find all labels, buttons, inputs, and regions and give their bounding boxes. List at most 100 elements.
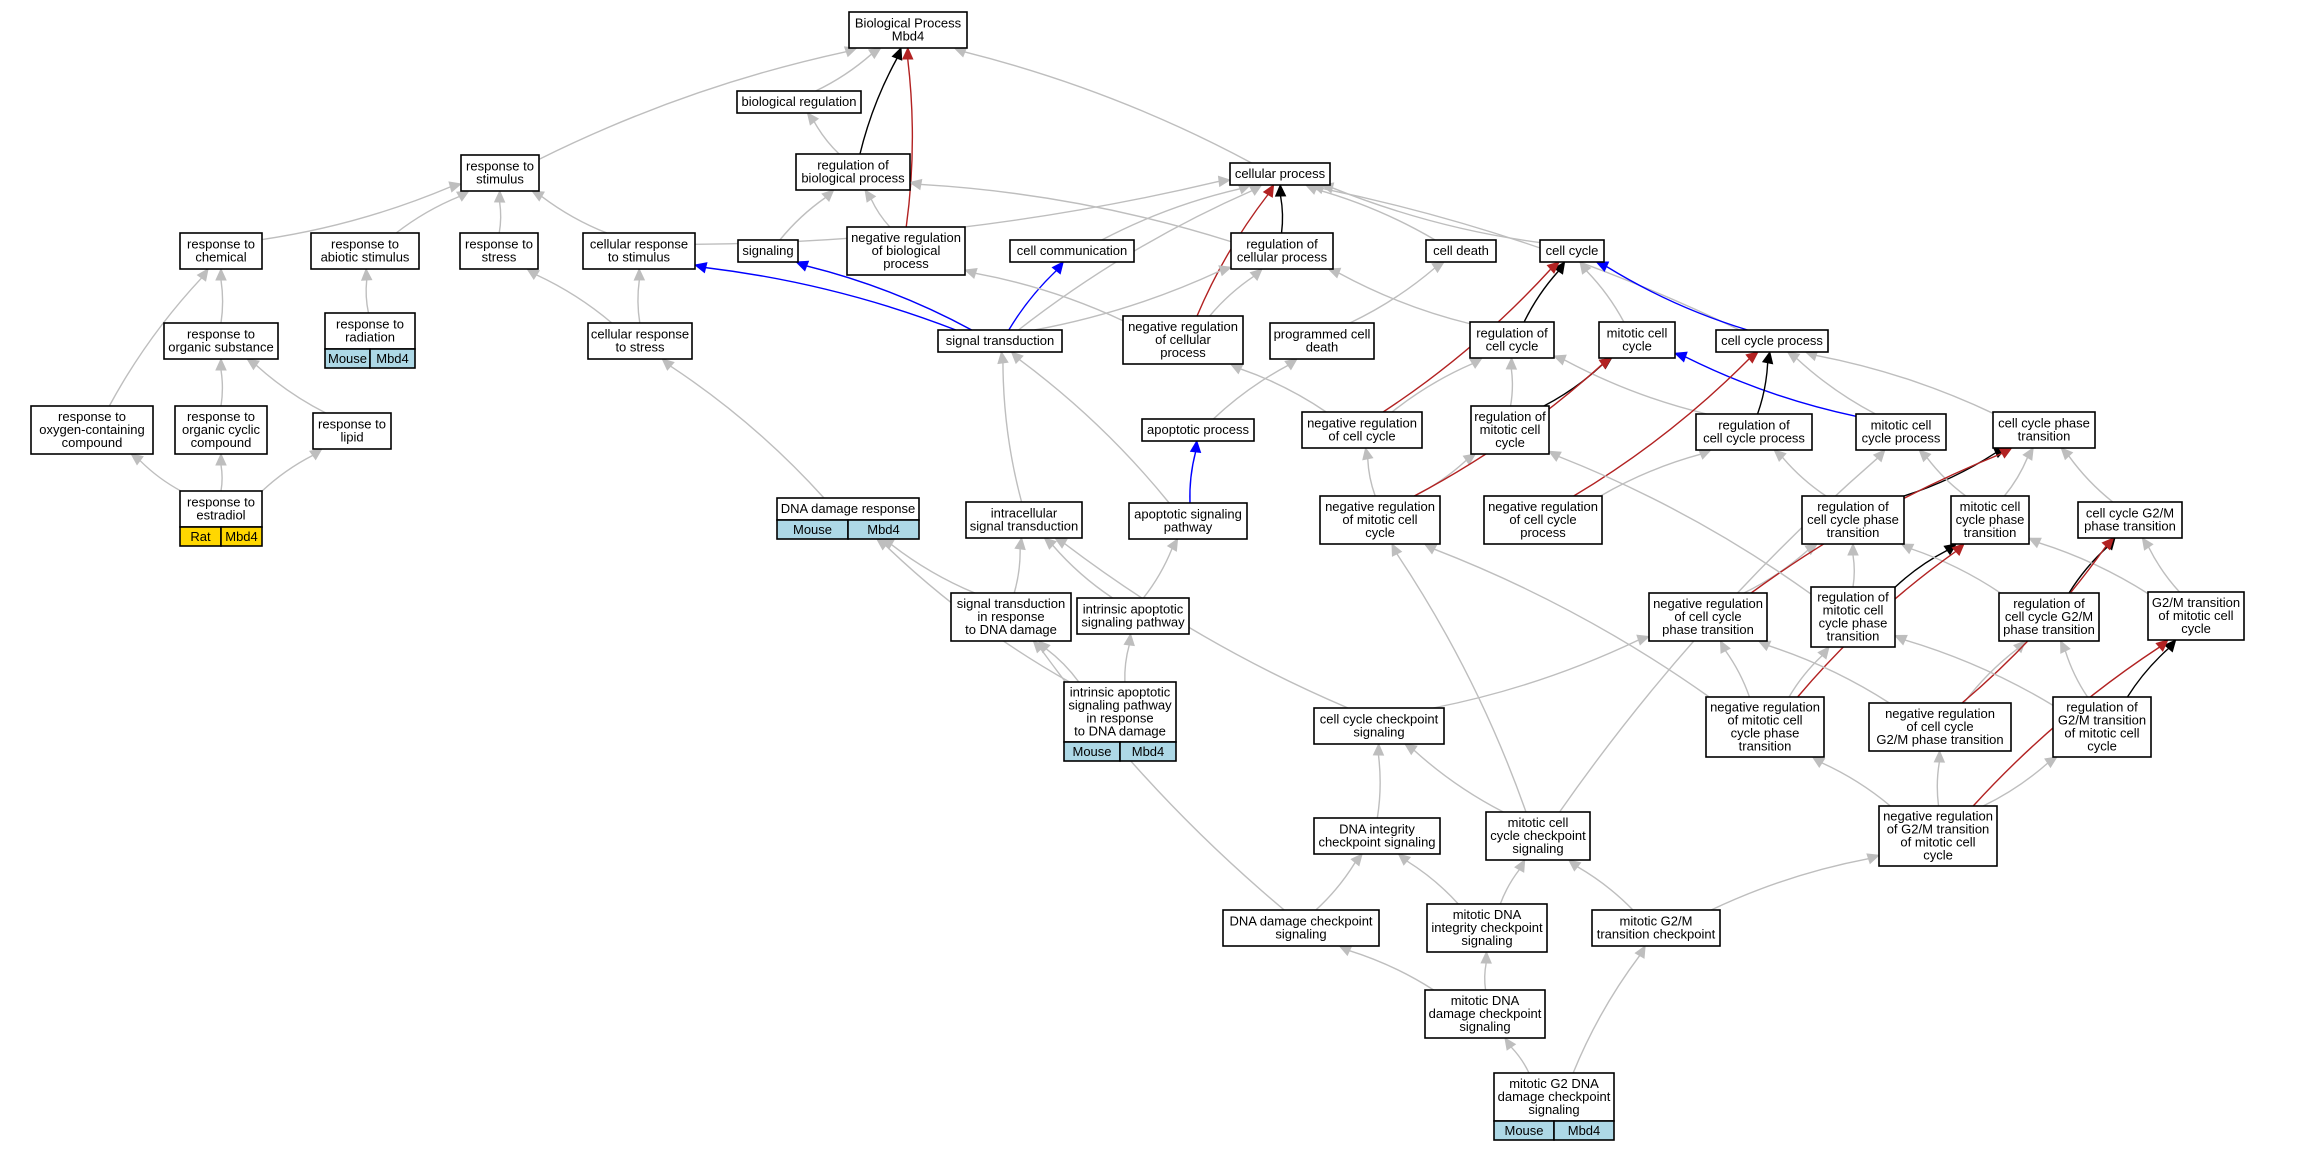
edge-arrowhead xyxy=(908,178,923,191)
node-box xyxy=(179,490,263,528)
edge-line xyxy=(1391,363,1473,413)
edge-is-a xyxy=(1349,261,1446,324)
node-label-line: cell cycle G2/M xyxy=(2005,609,2093,624)
edge-arrowhead xyxy=(1217,175,1232,188)
edge-arrowhead xyxy=(963,267,978,279)
node-label-line: transition xyxy=(1739,739,1792,754)
edge-line xyxy=(1034,269,1221,331)
node-label-line: intrinsic apoptotic xyxy=(1070,685,1171,700)
edge-is-a xyxy=(1304,184,1436,241)
edge-arrowhead xyxy=(1043,537,1057,550)
edge-line xyxy=(1349,949,1435,991)
go-term-node-cp[interactable]: cellular process xyxy=(1229,162,1331,186)
go-term-node-cd[interactable]: cell death xyxy=(1425,239,1497,263)
edge-arrowhead xyxy=(795,260,810,272)
edge-arrowhead xyxy=(1546,261,1561,274)
node-box xyxy=(30,405,154,455)
edge-arrowhead xyxy=(1918,449,1932,463)
gene-cell xyxy=(1553,1120,1615,1141)
go-term-node-ap[interactable]: apoptotic process xyxy=(1141,418,1255,442)
go-term-node-br[interactable]: biological regulation xyxy=(736,90,862,114)
edge-arrowhead xyxy=(1248,184,1263,196)
go-term-node-cyc[interactable]: cell cycle xyxy=(1539,239,1605,263)
go-term-node-sig[interactable]: signaling xyxy=(737,239,799,263)
gene-label: Mbd4 xyxy=(1132,744,1165,759)
edge-is-a xyxy=(1804,350,1994,414)
edge-arrowhead xyxy=(215,267,227,281)
node-label-line: regulation of xyxy=(2013,596,2085,611)
edge-arrowhead xyxy=(1262,183,1275,198)
go-term-node-ccp[interactable]: cell cycle process xyxy=(1715,329,1829,353)
edge-is-a xyxy=(1010,351,1170,504)
node-label-line: regulation of xyxy=(1817,499,1889,514)
node-box xyxy=(460,154,540,192)
go-term-node-st[interactable]: signal transduction xyxy=(937,329,1063,353)
edge-is-a xyxy=(1552,354,1707,415)
go-term-node-cc[interactable]: cell communication xyxy=(1009,239,1135,263)
node-label-line: integrity checkpoint xyxy=(1431,920,1543,935)
node-label-line: chemical xyxy=(195,250,246,265)
node-label-line: biological process xyxy=(801,171,905,186)
species-label: Mouse xyxy=(1072,744,1111,759)
edge-arrowhead xyxy=(1249,268,1263,281)
edge-line xyxy=(1142,548,1173,599)
node-label-line: of mitotic cell xyxy=(1900,835,1975,850)
edge-is-a xyxy=(130,453,182,492)
edge-line xyxy=(1600,453,1701,497)
edge-arrowhead xyxy=(1552,354,1567,366)
edge-line xyxy=(1279,195,1284,234)
